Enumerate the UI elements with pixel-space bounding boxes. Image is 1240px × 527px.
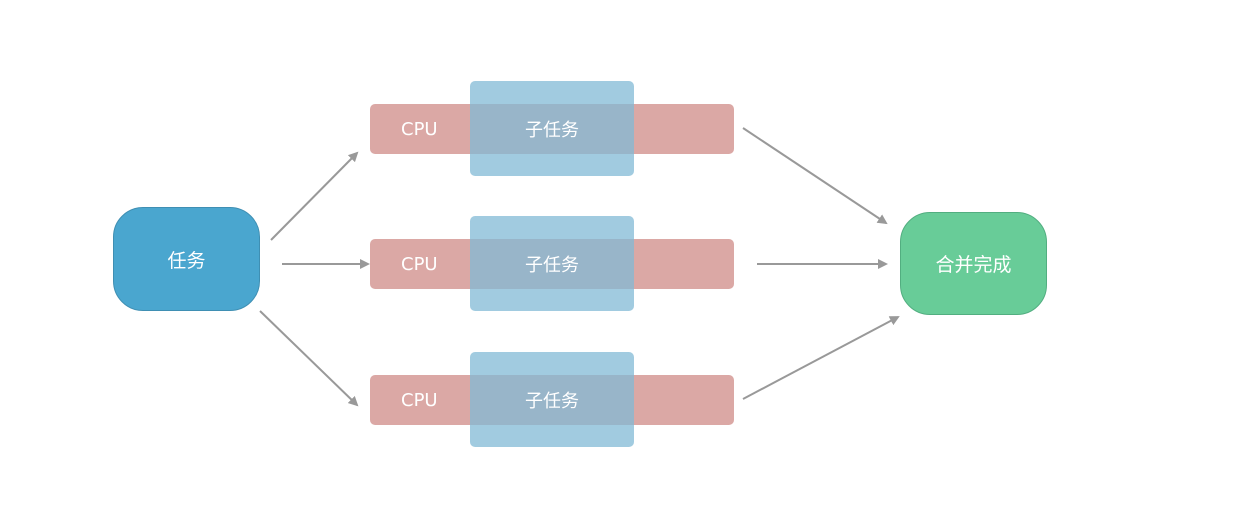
subtask-label: 子任务: [525, 119, 579, 141]
cpu-label: CPU: [401, 253, 438, 275]
task-node-label: 任务: [167, 249, 206, 272]
cpu-label: CPU: [401, 118, 438, 140]
subtask-label: 子任务: [525, 390, 579, 412]
subtask-box: 子任务: [470, 352, 634, 447]
merge-node: 合并完成: [900, 212, 1047, 315]
merge-node-label: 合并完成: [935, 254, 1012, 276]
cpu-label: CPU: [401, 389, 438, 411]
subtask-box: 子任务: [470, 216, 634, 311]
arrow-row2-to-merge: [742, 316, 900, 400]
subtask-label: 子任务: [525, 254, 579, 276]
arrow-task-to-row2: [259, 310, 359, 407]
task-node: 任务: [113, 207, 260, 311]
subtask-box: 子任务: [470, 81, 634, 176]
arrow-task-to-row0: [270, 151, 359, 241]
arrow-row0-to-merge: [742, 127, 888, 225]
